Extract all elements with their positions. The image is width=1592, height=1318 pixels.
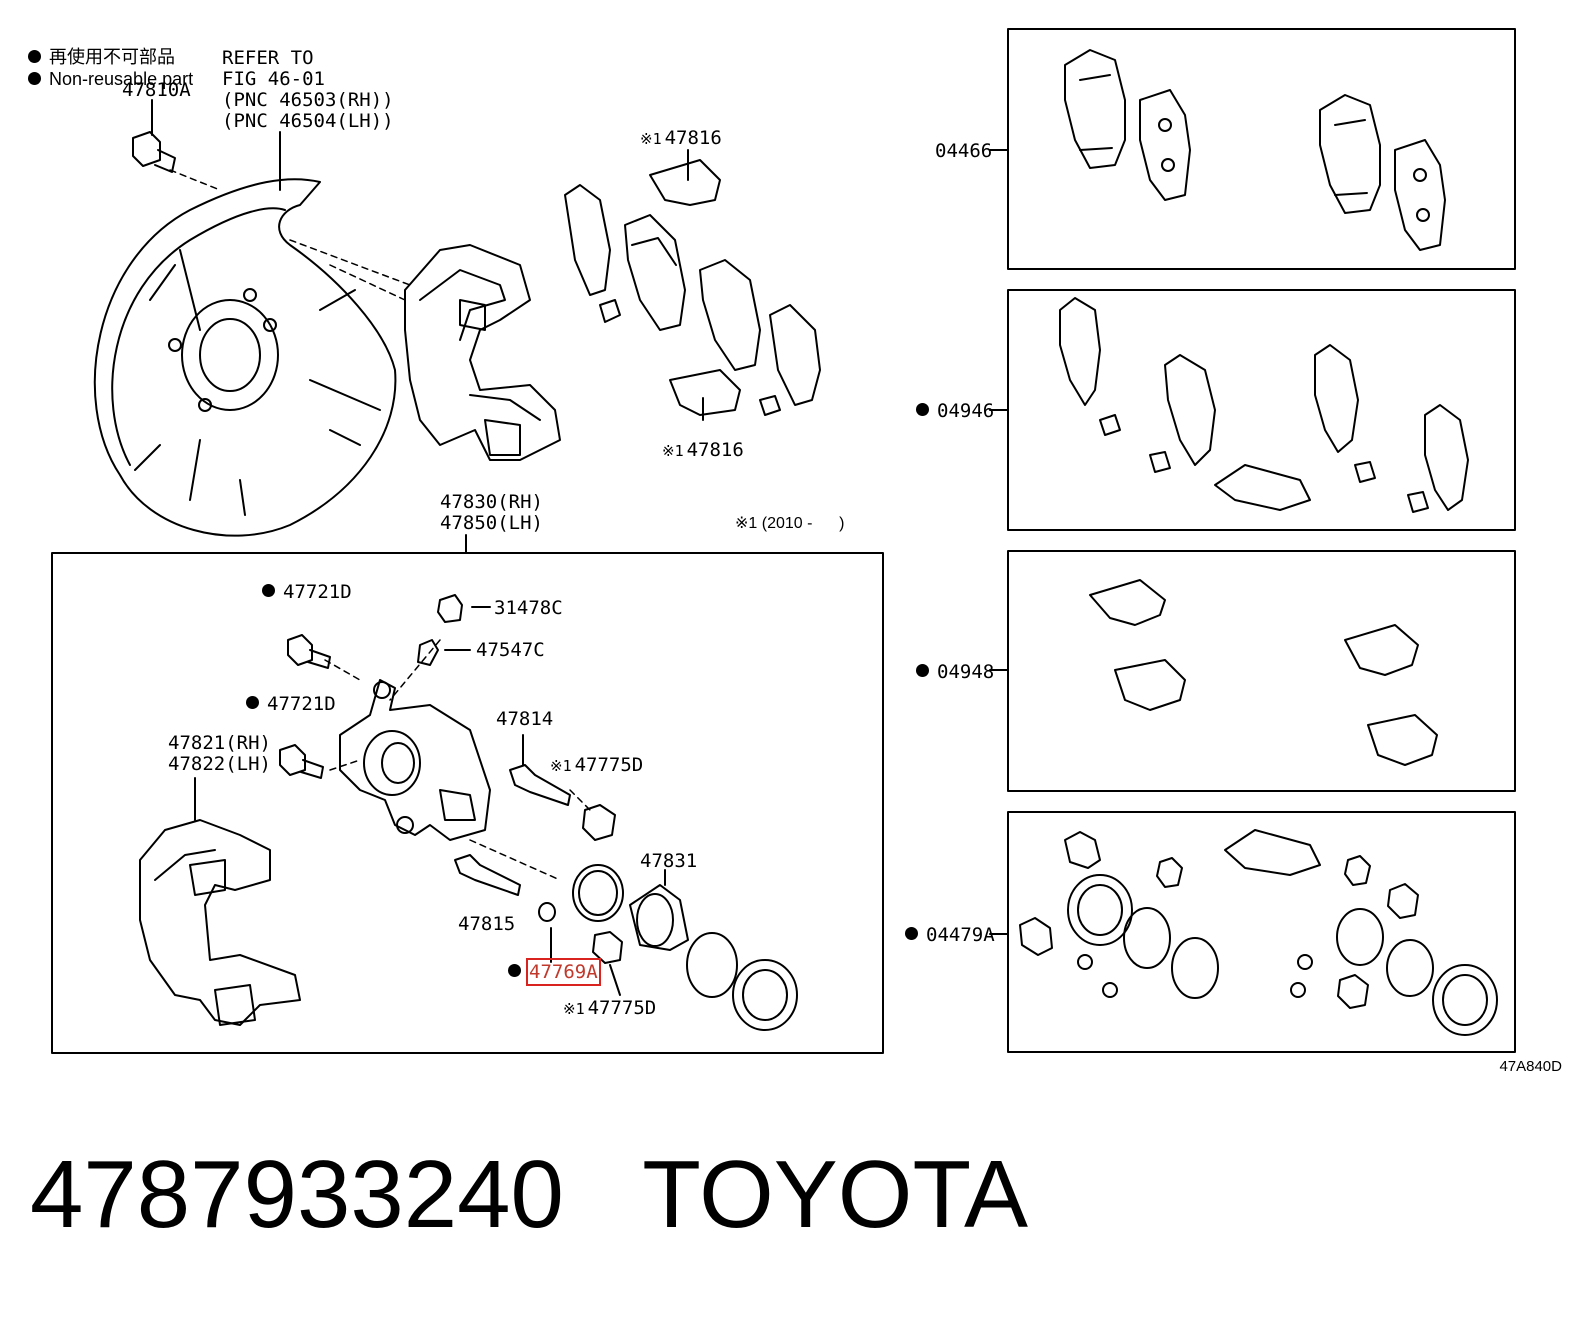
legend-jp: 再使用不可部品 (18, 22, 175, 69)
caliper-bracket-lower-drawing (139, 819, 301, 1026)
non-reusable-dot-icon (28, 49, 42, 63)
part-label-31478C[interactable]: 31478C (494, 597, 563, 619)
mounting-bracket-upper-drawing (404, 244, 561, 461)
kit-04479A-drawing (1019, 829, 1498, 1036)
caliper-assembly-frame (51, 552, 884, 1054)
backing-plate-drawing (93, 178, 397, 537)
kit-frame-04946 (1007, 289, 1516, 531)
part-label-47721D-a[interactable]: 47721D (262, 582, 352, 602)
refer-line4: (PNC 46504(LH)) (222, 110, 394, 132)
part-label-47831[interactable]: 47831 (640, 850, 698, 872)
note-2010: ※1 (2010 - ) (735, 515, 845, 532)
non-reusable-dot-icon (246, 696, 259, 709)
kit-frame-04948 (1007, 550, 1516, 792)
small-hardware-drawing (194, 594, 798, 1031)
caliper-body-drawing (339, 679, 491, 841)
non-reusable-dot-icon (28, 71, 42, 85)
part-label-47814[interactable]: 47814 (496, 708, 554, 730)
kit-label-04948[interactable]: 04948 (916, 662, 994, 682)
non-reusable-dot-icon (262, 584, 275, 597)
highlighted-part-47769A: 47769A (526, 958, 601, 986)
non-reusable-dot-icon (916, 664, 929, 677)
kit-04946-drawing (1059, 297, 1469, 513)
footer: 4787933240 TOYOTA (30, 1140, 1028, 1250)
kit-frame-04479A (1007, 811, 1516, 1053)
kit-label-04946[interactable]: 04946 (916, 401, 994, 421)
part-label-47769A[interactable]: 47769A (508, 958, 601, 986)
bolt-47810A-drawing (132, 131, 176, 173)
kit-04948-drawing (1089, 579, 1438, 766)
footer-part-number: 4787933240 (30, 1141, 564, 1248)
diagram-code: 47A840D (1499, 1058, 1562, 1075)
refer-line1: REFER TO (222, 47, 314, 69)
kit-label-04479A[interactable]: 04479A (905, 925, 995, 945)
part-label-47810A[interactable]: 47810A (122, 79, 191, 101)
kit-04466-drawing (1064, 49, 1446, 251)
footer-brand: TOYOTA (642, 1141, 1029, 1248)
legend-en: Non-reusable part (18, 48, 193, 90)
kit-label-04466[interactable]: 04466 (935, 140, 993, 162)
pad-cluster-upper-drawing (564, 159, 821, 416)
non-reusable-dot-icon (905, 927, 918, 940)
part-label-47830[interactable]: 47830(RH) (440, 491, 543, 513)
part-label-47547C[interactable]: 47547C (476, 639, 545, 661)
part-label-47821[interactable]: 47821(RH) (168, 732, 271, 754)
non-reusable-dot-icon (916, 403, 929, 416)
refer-line2: FIG 46-01 (222, 68, 325, 90)
part-label-47850[interactable]: 47850(LH) (440, 512, 543, 534)
part-label-47815[interactable]: 47815 (458, 913, 516, 935)
non-reusable-dot-icon (508, 964, 521, 977)
refer-line3: (PNC 46503(RH)) (222, 89, 394, 111)
part-label-47721D-b[interactable]: 47721D (246, 694, 336, 714)
part-label-47822[interactable]: 47822(LH) (168, 753, 271, 775)
